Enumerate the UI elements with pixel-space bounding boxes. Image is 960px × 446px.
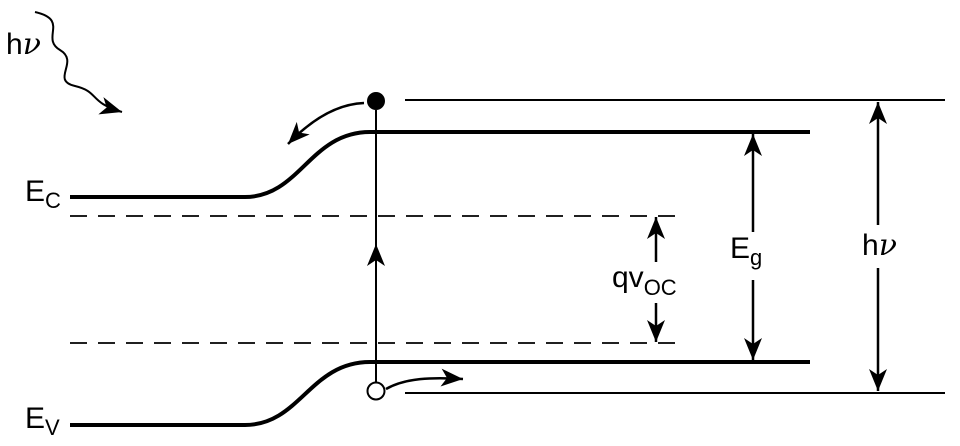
hole-circle	[366, 381, 386, 401]
photon-in-label: hν	[6, 27, 41, 62]
hole-drift-arrow	[385, 368, 464, 391]
conduction-band-edge	[70, 130, 810, 199]
voc-label: qvOC	[612, 261, 677, 300]
eg-label: Eg	[730, 232, 762, 270]
ev-label: EV	[25, 402, 60, 440]
valence-band-edge	[70, 360, 810, 427]
hv-label: hν	[862, 228, 897, 263]
ec-label: EC	[25, 175, 61, 213]
electron-drift-arrow	[287, 101, 365, 145]
photon-wave-arrow	[34, 11, 123, 115]
electron-dot	[367, 92, 385, 110]
